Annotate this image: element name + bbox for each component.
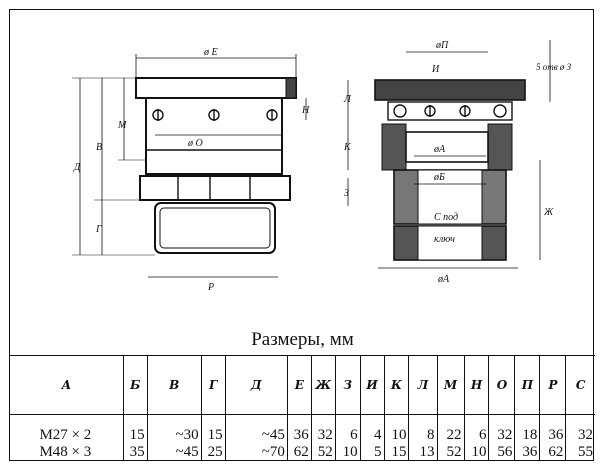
table-cell: 62 (539, 444, 566, 461)
label-i: И (431, 64, 440, 75)
table-cell: М48 × 3 (39, 444, 92, 460)
table-cell: 8 (408, 414, 437, 444)
table-cell: 10 (334, 444, 361, 461)
table-cell: 52 (310, 444, 336, 461)
table-cell: 32 (488, 414, 515, 444)
label-dia-p: øП (435, 40, 449, 51)
label-v: В (96, 142, 102, 153)
table-cell: 36 (539, 414, 566, 444)
table-cell: 6 (463, 414, 489, 444)
figure-frame: ø E ø O M В Д Г Н Р øП И Л 5 отв ø З К ø… (9, 9, 595, 461)
header-cell: С (565, 355, 595, 415)
table-cell: 32 (565, 414, 595, 444)
table-row: М27 × 2 15 ~30 15 ~45 36 32 6 4 10 8 22 … (10, 414, 595, 444)
table-cell: 15 (383, 444, 409, 461)
label-c: С под (434, 212, 458, 223)
header-cell: К (383, 355, 409, 415)
label-k: К (343, 142, 352, 153)
table-cell: 55 (565, 444, 595, 461)
table-cell: 56 (488, 444, 515, 461)
header-cell: Д (224, 355, 288, 415)
label-m: M (117, 120, 127, 131)
label-g: Г (95, 224, 102, 235)
table-cell: 4 (359, 414, 385, 444)
header-cell: Р (539, 355, 566, 415)
table-cell: М27 × 2 (39, 427, 92, 443)
table-cell: 15 (122, 414, 148, 444)
table-cell: ~70 (224, 444, 288, 461)
table-cell: 25 (200, 444, 226, 461)
label-dia-b: øБ (433, 172, 445, 183)
header-cell: Ж (310, 355, 336, 415)
table-cell: 13 (408, 444, 437, 461)
table-cell: 5 (359, 444, 385, 461)
header-cell: М (436, 355, 465, 415)
header-cell: О (488, 355, 515, 415)
table-cell: 15 (200, 414, 226, 444)
table-cell: 36 (286, 414, 312, 444)
table-cell: 32 (310, 414, 336, 444)
table-cell: 35 (122, 444, 148, 461)
label-l: Л (343, 94, 352, 105)
table-cell: ~30 (146, 414, 202, 444)
header-cell: А (10, 355, 124, 415)
table-cell: 36 (514, 444, 540, 461)
dimensions-table: А Б В Г Д Е Ж З И К Л М Н О П Р С М27 × (10, 355, 595, 461)
header-cell: Н (463, 355, 489, 415)
table-cell: 10 (463, 444, 489, 461)
header-cell: Л (408, 355, 437, 415)
label-n: Н (301, 105, 310, 116)
table-caption: Размеры, мм (251, 329, 354, 350)
header-cell: Г (200, 355, 226, 415)
label-holes: 5 отв ø З (536, 62, 572, 72)
table-header-row: А Б В Г Д Е Ж З И К Л М Н О П Р С (10, 355, 595, 415)
label-dia-a-top: øА (433, 144, 446, 155)
table-cell: 22 (436, 414, 465, 444)
table-cell: 62 (286, 444, 312, 461)
label-dia-a-bottom: øА (437, 274, 450, 285)
table-cell: 18 (514, 414, 540, 444)
left-view (72, 54, 307, 278)
table-cell: ~45 (224, 414, 288, 444)
header-cell: П (514, 355, 540, 415)
label-z: З (344, 188, 349, 199)
label-dia-e: ø E (203, 47, 218, 58)
header-cell: З (334, 355, 361, 415)
header-cell: Б (122, 355, 148, 415)
header-cell: Е (286, 355, 312, 415)
header-cell: В (146, 355, 202, 415)
label-zh: Ж (543, 207, 554, 218)
table-cell: 6 (334, 414, 361, 444)
label-d: Д (73, 162, 81, 173)
label-key: ключ (434, 234, 455, 245)
technical-drawing: ø E ø O M В Д Г Н Р øП И Л 5 отв ø З К ø… (72, 40, 572, 293)
right-view (347, 40, 551, 269)
label-dia-o: ø O (187, 138, 203, 149)
table-row: М48 × 3 35 ~45 25 ~70 62 52 10 5 15 13 5… (10, 444, 595, 461)
table-cell: 52 (436, 444, 465, 461)
table-cell: 10 (383, 414, 409, 444)
table-cell: ~45 (146, 444, 202, 461)
header-cell: И (359, 355, 385, 415)
label-r: Р (207, 282, 214, 293)
